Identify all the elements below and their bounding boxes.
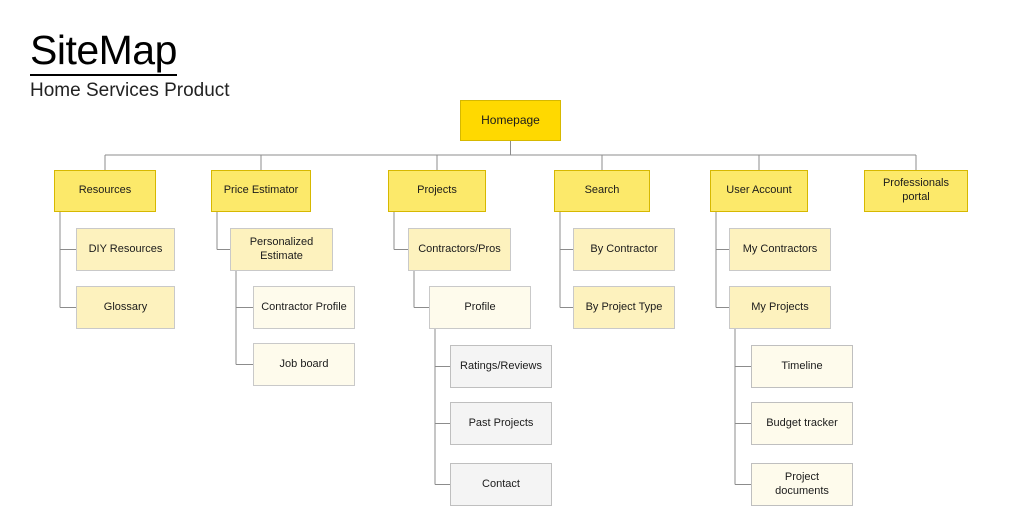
node-profile[interactable]: Profile bbox=[429, 286, 531, 329]
node-label: Timeline bbox=[781, 359, 823, 372]
title-block: SiteMap Home Services Product bbox=[30, 30, 230, 102]
node-label: Contractors/Pros bbox=[418, 242, 501, 255]
node-budget-tracker[interactable]: Budget tracker bbox=[751, 402, 853, 445]
node-label: Glossary bbox=[103, 300, 148, 313]
node-label: Homepage bbox=[481, 113, 540, 127]
node-label: Ratings/Reviews bbox=[460, 359, 542, 372]
node-label: Search bbox=[584, 184, 620, 197]
node-label: Contact bbox=[482, 477, 520, 490]
node-label: Past Projects bbox=[468, 416, 534, 429]
node-homepage[interactable]: Homepage bbox=[460, 100, 561, 141]
node-label: DIY Resources bbox=[88, 242, 163, 255]
node-professionals-portal[interactable]: Professionals portal bbox=[864, 170, 968, 212]
node-my-projects[interactable]: My Projects bbox=[729, 286, 831, 329]
node-label: Resources bbox=[78, 184, 132, 197]
node-label: Budget tracker bbox=[766, 416, 838, 429]
node-label: Personalized Estimate bbox=[249, 235, 314, 262]
node-label: Contractor Profile bbox=[261, 300, 347, 313]
node-job-board[interactable]: Job board bbox=[253, 343, 355, 386]
node-search[interactable]: Search bbox=[554, 170, 650, 212]
page-title: SiteMap bbox=[30, 30, 177, 76]
node-by-project-type[interactable]: By Project Type bbox=[573, 286, 675, 329]
node-past-projects[interactable]: Past Projects bbox=[450, 402, 552, 445]
node-diy-resources[interactable]: DIY Resources bbox=[76, 228, 175, 271]
node-label: Professionals portal bbox=[882, 177, 950, 203]
node-by-contractor[interactable]: By Contractor bbox=[573, 228, 675, 271]
node-label: My Projects bbox=[751, 300, 809, 313]
node-label: By Project Type bbox=[585, 300, 663, 313]
node-resources[interactable]: Resources bbox=[54, 170, 156, 212]
node-label: Projects bbox=[417, 184, 457, 197]
node-contractors-pros[interactable]: Contractors/Pros bbox=[408, 228, 511, 271]
node-projects[interactable]: Projects bbox=[388, 170, 486, 212]
node-project-documents[interactable]: Project documents bbox=[751, 463, 853, 506]
node-label: Price Estimator bbox=[223, 184, 299, 197]
node-contractor-profile[interactable]: Contractor Profile bbox=[253, 286, 355, 329]
node-label: My Contractors bbox=[742, 242, 818, 255]
page-subtitle: Home Services Product bbox=[30, 80, 230, 101]
node-label: By Contractor bbox=[590, 242, 658, 255]
node-ratings-reviews[interactable]: Ratings/Reviews bbox=[450, 345, 552, 388]
node-my-contractors[interactable]: My Contractors bbox=[729, 228, 831, 271]
node-timeline[interactable]: Timeline bbox=[751, 345, 853, 388]
node-user-account[interactable]: User Account bbox=[710, 170, 808, 212]
node-price-estimator[interactable]: Price Estimator bbox=[211, 170, 311, 212]
node-label: Job board bbox=[279, 357, 329, 370]
node-label: User Account bbox=[726, 184, 792, 197]
node-label: Project documents bbox=[775, 470, 829, 497]
node-label: Profile bbox=[464, 300, 496, 313]
node-contact[interactable]: Contact bbox=[450, 463, 552, 506]
node-personalized-estimate[interactable]: Personalized Estimate bbox=[230, 228, 333, 271]
node-glossary[interactable]: Glossary bbox=[76, 286, 175, 329]
